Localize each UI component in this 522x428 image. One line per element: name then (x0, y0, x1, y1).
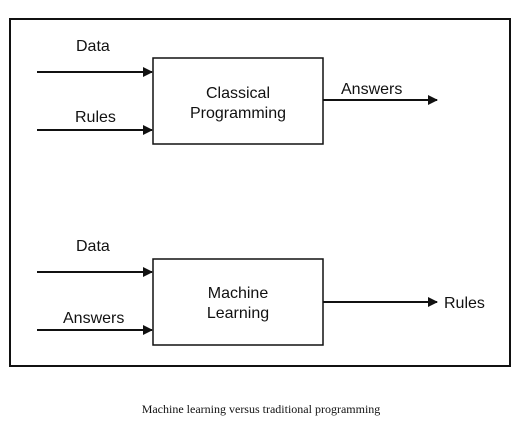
classical-programming-box (152, 57, 324, 145)
classical-answers-label: Answers (341, 81, 402, 98)
diagram: Data Rules Classical Programming Answers… (9, 18, 511, 367)
machine-learning-box (152, 258, 324, 346)
ml-box-line2: Learning (207, 305, 269, 322)
classical-box-line1: Classical (206, 85, 270, 102)
ml-data-label: Data (76, 238, 110, 255)
ml-box-line1: Machine (208, 285, 269, 302)
ml-rules-label: Rules (444, 295, 485, 312)
figure-caption: Machine learning versus traditional prog… (141, 402, 381, 416)
outer-frame (9, 18, 511, 367)
ml-answers-label: Answers (63, 310, 124, 327)
classical-box-line2: Programming (190, 105, 286, 122)
classical-rules-label: Rules (75, 109, 116, 126)
classical-data-label: Data (76, 38, 110, 55)
